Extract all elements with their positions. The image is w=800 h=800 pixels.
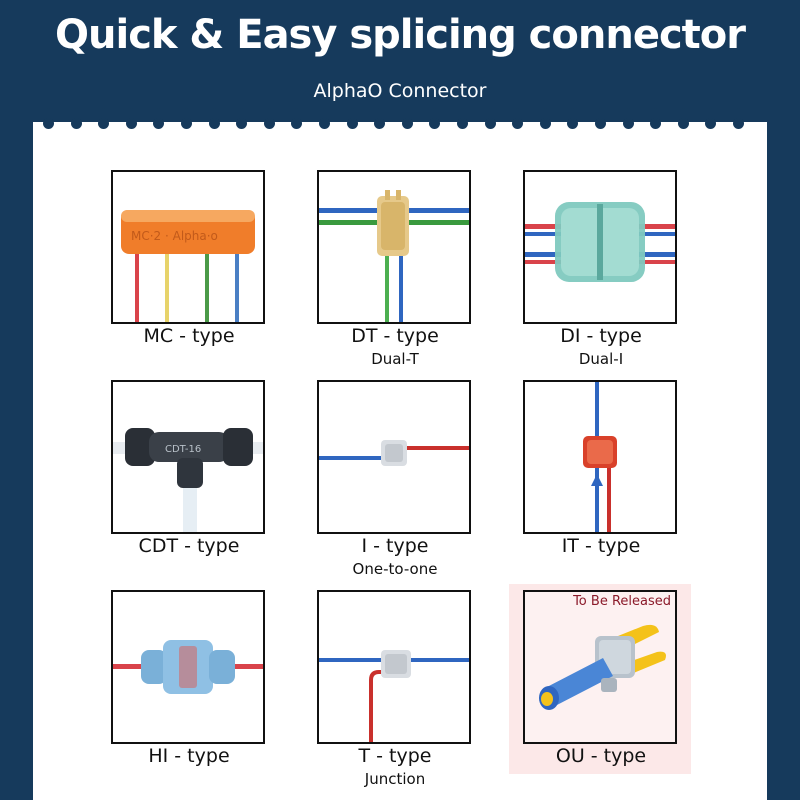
binder-ring	[677, 108, 689, 129]
ou-connector-image: To Be Released	[523, 590, 677, 744]
binder-ring	[512, 108, 524, 129]
binder-ring	[705, 108, 717, 129]
t-connector-image	[317, 590, 471, 744]
binder-ring	[236, 108, 248, 129]
it-connector-image	[523, 380, 677, 534]
binder-ring	[401, 108, 413, 129]
release-note: To Be Released	[573, 594, 671, 609]
product-sublabel: Dual-I	[578, 350, 624, 368]
product-label: DI - type	[560, 325, 642, 347]
binder-ring	[457, 108, 468, 129]
cdt-connector-image: CDT-16	[111, 380, 265, 534]
product-label: IT - type	[561, 535, 641, 557]
binder-ring	[346, 108, 358, 129]
svg-text:CDT-16: CDT-16	[165, 444, 201, 455]
binder-ring	[429, 108, 441, 129]
product-label: OU - type	[555, 745, 647, 767]
page-subtitle: AlphaO Connector	[313, 80, 487, 102]
notepad-paper: MC·2 · Alpha·o MC - type DT - type Dual-…	[33, 108, 767, 800]
i-connector-image	[317, 380, 471, 534]
svg-text:MC·2 · Alpha·o: MC·2 · Alpha·o	[131, 229, 218, 243]
binder-ring	[263, 108, 275, 129]
di-connector-image	[523, 170, 677, 324]
product-label: CDT - type	[138, 535, 240, 557]
binder-ring	[539, 108, 551, 129]
binder-ring	[484, 108, 496, 129]
product-label: I - type	[361, 535, 429, 557]
binder-ring	[319, 108, 330, 129]
dt-connector-image	[317, 170, 471, 324]
product-label: HI - type	[148, 745, 230, 767]
mc-connector-image: MC·2 · Alpha·o	[111, 170, 265, 324]
binder-ring	[650, 108, 662, 129]
binder-ring	[70, 108, 82, 129]
binder-ring	[595, 108, 606, 129]
binder-ring	[208, 108, 220, 129]
product-sublabel: One-to-one	[352, 560, 438, 578]
hi-connector-image	[111, 590, 265, 744]
product-label: T - type	[358, 745, 432, 767]
binder-ring	[567, 108, 579, 129]
binder-ring	[125, 108, 137, 129]
product-sublabel: Junction	[364, 770, 426, 788]
binder-ring	[181, 108, 192, 129]
product-label: DT - type	[351, 325, 439, 347]
product-sublabel: Dual-T	[371, 350, 419, 368]
binder-ring	[374, 108, 386, 129]
binder-ring	[153, 108, 165, 129]
product-label: MC - type	[143, 325, 235, 347]
page-title: Quick & Easy splicing connector	[55, 12, 746, 58]
binder-ring	[622, 108, 634, 129]
binder-ring	[98, 108, 110, 129]
binder-ring	[733, 108, 744, 129]
binder-ring	[43, 108, 54, 129]
binder-ring	[291, 108, 303, 129]
